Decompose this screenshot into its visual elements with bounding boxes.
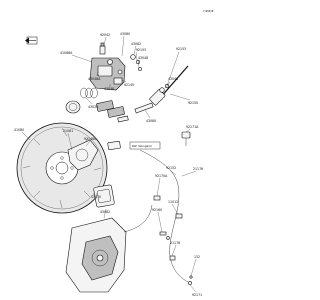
callout-label: 92152 — [166, 166, 176, 170]
piston-seals — [80, 87, 98, 99]
sensor-housing — [65, 217, 127, 293]
callout-label: 92170A — [155, 174, 168, 178]
callout-label: 43048A — [88, 77, 101, 81]
callout-label: 43080 — [146, 119, 156, 123]
callout-label: 43048 — [138, 56, 148, 60]
guard-plate — [107, 141, 121, 150]
caliper-body — [89, 57, 126, 91]
callout-label: 92042 — [100, 33, 110, 37]
callout-label: 21176 — [170, 241, 180, 245]
callout-label: 43082 — [131, 42, 141, 46]
ref-swingarm-note: Ref. Swingarm — [129, 141, 161, 150]
front-arrow-icon — [25, 36, 38, 45]
callout-label: 92171 — [192, 293, 202, 297]
callout-label: 92171A — [186, 125, 199, 129]
callout-label: 132 — [194, 255, 200, 259]
caliper-fittings — [130, 54, 142, 71]
callout-label: 43026 — [88, 105, 98, 109]
callout-label: 92146A — [84, 137, 97, 141]
cable-clamps — [153, 195, 193, 285]
page-code: Y/##/# — [203, 9, 214, 13]
callout-label: 43048 — [104, 87, 114, 91]
sensor-bolt — [159, 231, 170, 240]
callout-label: 13070 — [91, 195, 101, 199]
callout-label: 92145 — [124, 83, 134, 87]
callout-label: 92150 — [188, 101, 198, 105]
callout-label: 41068A — [60, 51, 73, 55]
callout-label: 43080 — [120, 32, 130, 36]
callout-label: 41080 — [14, 128, 24, 132]
callout-label: 92153 — [136, 48, 146, 52]
brake-pads — [96, 100, 129, 123]
callout-label: 21081 — [63, 129, 73, 133]
parts-diagram: Y/##/# — [14, 9, 214, 297]
caliper-bracket — [67, 139, 99, 171]
bleed-screw — [99, 42, 106, 55]
piston — [65, 100, 81, 114]
callout-label: 43082 — [100, 210, 110, 214]
sensor-bracket — [181, 131, 191, 146]
axle-bolt — [149, 65, 189, 106]
callout-labels: 92042 43080 41068A 43082 92153 43048 430… — [14, 32, 203, 297]
caliper-pin — [134, 102, 154, 114]
callout-label: 21176 — [193, 167, 203, 171]
svg-text:Ref. Swingarm: Ref. Swingarm — [132, 144, 152, 148]
callout-label: 92160 — [152, 208, 162, 212]
callout-label: 11012 — [168, 200, 178, 204]
cover-plate — [93, 184, 115, 208]
callout-label: 92153 — [176, 47, 186, 51]
leader-lines — [21, 35, 197, 293]
callout-label: 43048 — [168, 77, 178, 81]
